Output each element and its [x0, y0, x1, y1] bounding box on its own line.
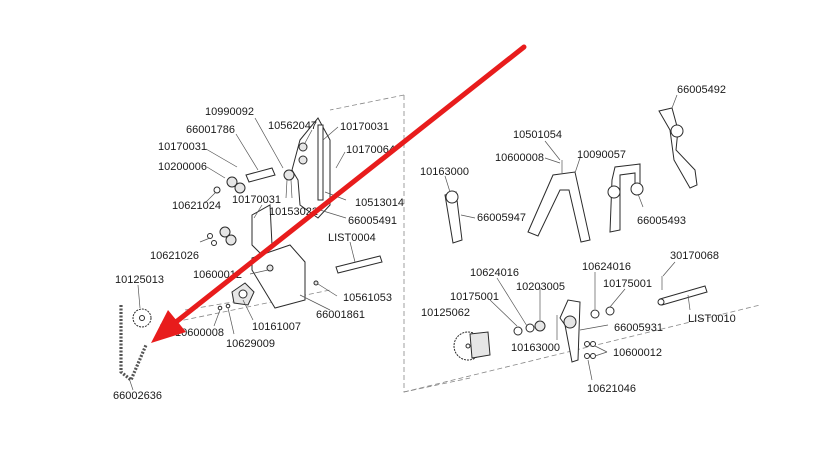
left-group-parts: [119, 117, 383, 383]
part-label: 10624016: [470, 267, 519, 279]
part-label: 10513014: [355, 197, 404, 209]
part-label: 66005492: [677, 84, 726, 96]
part-label-target: 66002636: [113, 390, 162, 402]
part-label: 66001861: [316, 309, 365, 321]
part-label: 10170031: [232, 194, 281, 206]
part-label: 10621024: [172, 200, 221, 212]
rod-LIST0010: [659, 285, 708, 306]
right-group-parts: [444, 107, 708, 363]
part-label: 10600008: [495, 152, 544, 164]
part-label: 10600012: [613, 347, 662, 359]
part-label: 30170068: [670, 250, 719, 262]
part-label: 10161007: [252, 321, 301, 333]
part-label: 10163000: [420, 166, 469, 178]
part-label: 10175001: [450, 291, 499, 303]
washer-10621024: [213, 186, 221, 194]
part-label: 10203005: [516, 281, 565, 293]
part-label: 10170031: [340, 121, 389, 133]
part-label: 66001786: [186, 124, 235, 136]
spring-10153022: [283, 169, 295, 181]
pin-66001786: [245, 167, 276, 183]
arrow-head: [151, 310, 186, 343]
leader-lines: [128, 94, 691, 391]
part-label: 66005493: [637, 215, 686, 227]
part-label: 66005947: [477, 212, 526, 224]
arrow-shaft: [173, 44, 527, 325]
part-label: 10990092: [205, 106, 254, 118]
arm-66005931: [559, 299, 581, 363]
bolt-10562047-b: [298, 155, 308, 165]
arm-66005492: [658, 107, 698, 189]
part-label: 10175001: [603, 278, 652, 290]
part-label: LIST0004: [328, 232, 376, 244]
red-arrow-annotation: [151, 44, 527, 343]
bolt-10562047-a: [298, 142, 308, 152]
bushing-10200006-a: [226, 176, 238, 188]
right-group-labels: 66005492 10501054 10600008 10090057 1016…: [420, 84, 736, 395]
part-label: 10090057: [577, 149, 626, 161]
bushing-10200006-b: [234, 182, 246, 194]
part-label: 10621026: [150, 250, 199, 262]
chain-66002636: [119, 305, 148, 383]
part-label: 66005491: [348, 215, 397, 227]
bracket-66005493: [609, 163, 641, 233]
part-label: 10170064: [346, 144, 395, 156]
part-label: 10501054: [513, 129, 562, 141]
fork-guard-10090057: [527, 171, 591, 243]
part-label: 10561053: [343, 292, 392, 304]
rod-LIST0004: [335, 255, 383, 274]
part-label: LIST0010: [688, 313, 736, 325]
part-label: 10624016: [582, 261, 631, 273]
part-label: 10629009: [226, 338, 275, 350]
part-label: 10621046: [587, 383, 636, 395]
guard-plate-66001861: [251, 244, 306, 309]
part-label: 66005931: [614, 322, 663, 334]
part-label: 10600008: [175, 327, 224, 339]
part-label: 10163000: [511, 342, 560, 354]
part-label: 10125013: [115, 274, 164, 286]
part-label: 10125062: [421, 307, 470, 319]
part-label: 10562047: [268, 120, 317, 132]
part-label: 10170031: [158, 141, 207, 153]
part-label: 10200006: [158, 161, 207, 173]
left-group-labels: 10990092 66001786 10170031 10200006 1062…: [113, 106, 404, 402]
part-label: 10153022: [269, 206, 318, 218]
